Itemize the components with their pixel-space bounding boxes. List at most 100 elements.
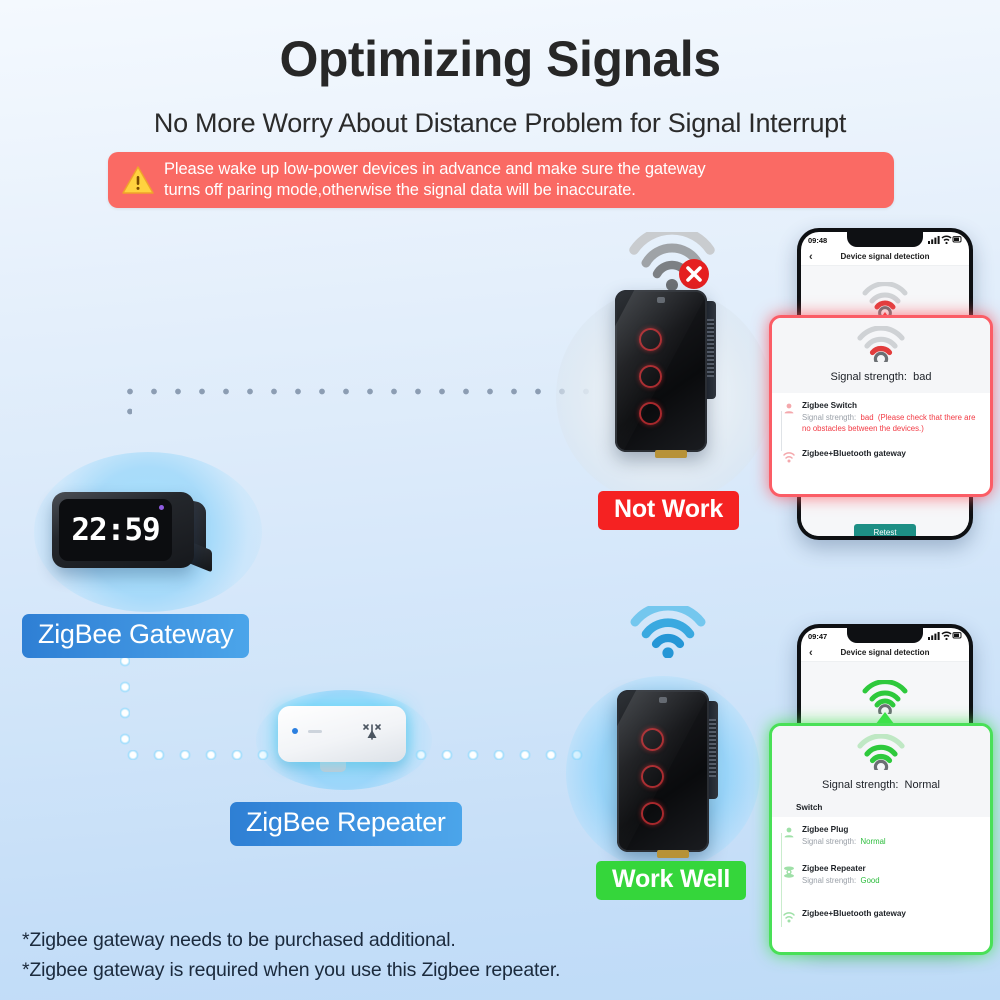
- warning-line-1: Please wake up low-power devices in adva…: [164, 159, 706, 178]
- chevron-left-icon[interactable]: ‹: [809, 250, 813, 263]
- gateway-node-icon: [783, 912, 795, 923]
- switch-indicator-led: [657, 297, 665, 303]
- switch-button-1[interactable]: [640, 728, 664, 751]
- warning-text: Please wake up low-power devices in adva…: [164, 159, 706, 201]
- switch-faceplate: [615, 290, 707, 452]
- wifi-weak-icon: [857, 326, 905, 362]
- result-node-strength-value: Normal: [860, 836, 886, 846]
- path-gateway-to-switch-blocked: [118, 388, 598, 395]
- node-connector-line: [780, 833, 782, 927]
- result-strength-value: Normal: [904, 779, 940, 791]
- footer-line-1: *Zigbee gateway needs to be purchased ad…: [22, 929, 456, 951]
- gateway-node-icon: [783, 452, 795, 463]
- zigbee-gateway-device: 22:59: [52, 492, 220, 573]
- switch-side-connector: [704, 301, 716, 399]
- switch-terminal: [657, 850, 690, 858]
- result-node-list-good: Zigbee Plug Signal strength: Normal Zigb…: [772, 817, 990, 930]
- result-card-bad: Signal strength: bad Zigbee Switch Signa…: [769, 315, 993, 497]
- result-node-strength-value: bad: [860, 412, 874, 422]
- result-node-row: Zigbee Plug Signal strength: Normal: [780, 824, 982, 847]
- result-node-name: Zigbee Repeater: [802, 863, 866, 873]
- footer-line-2: *Zigbee gateway is required when you use…: [22, 959, 561, 982]
- phone-status-bar: 09:47: [801, 628, 969, 644]
- result-node-name: Zigbee Switch: [802, 401, 858, 410]
- repeater-power-led: [292, 728, 298, 734]
- phone-nav-bar-good: ‹ Device signal detection: [801, 644, 969, 662]
- result-strength-value: bad: [913, 371, 932, 383]
- switch-button-2[interactable]: [640, 765, 664, 788]
- phone-status-icons: [928, 631, 962, 642]
- path-gateway-down: [120, 648, 130, 758]
- gateway-case: 22:59: [52, 492, 194, 568]
- result-node-name: Zigbee+Bluetooth gateway: [802, 908, 906, 918]
- result-node-strength-label: Signal strength:: [802, 836, 857, 846]
- gateway-status-led: [159, 505, 164, 510]
- wifi-strong-icon: [862, 680, 908, 714]
- switch-faceplate: [617, 690, 709, 852]
- page-subtitle: No More Worry About Distance Problem for…: [153, 108, 847, 138]
- switch-terminal: [655, 450, 688, 458]
- wifi-off-icon: [626, 225, 718, 291]
- phone-status-time: 09:48: [808, 235, 828, 245]
- warning-line-2: turns off paring mode,otherwise the sign…: [164, 181, 636, 199]
- label-zigbee-gateway: ZigBee Gateway: [22, 614, 250, 658]
- switch-button-1[interactable]: [638, 328, 662, 351]
- zigbee-plug-node-icon: [784, 827, 794, 838]
- wifi-strong-icon: [857, 734, 905, 770]
- status-badge-not-work: Not Work: [598, 491, 740, 530]
- warning-triangle-icon: [122, 166, 154, 194]
- result-node-strength: Signal strength: Normal: [802, 836, 982, 847]
- zigbee-repeater-node-icon: [784, 866, 794, 878]
- phone-notch: [847, 232, 923, 247]
- switch-side-connector: [706, 701, 718, 799]
- repeater-shell: [278, 706, 406, 762]
- smart-switch-inactive: [615, 290, 716, 458]
- result-node-row: Zigbee Switch Signal strength: bad (Plea…: [780, 400, 982, 434]
- result-node-strength-label: Signal strength:: [802, 412, 857, 422]
- result-strength-label: Signal strength:: [821, 779, 899, 791]
- wifi-on-icon: [628, 601, 708, 659]
- result-node-list-bad: Zigbee Switch Signal strength: bad (Plea…: [772, 393, 990, 470]
- label-zigbee-repeater: ZigBee Repeater: [230, 802, 462, 846]
- result-node-strength: Signal strength: Good: [802, 875, 982, 886]
- footer-notes: *Zigbee gateway needs to be purchased ad…: [22, 925, 560, 985]
- result-node-name: Zigbee+Bluetooth gateway: [802, 449, 906, 459]
- phone-notch: [847, 628, 923, 643]
- phone-nav-title: Device signal detection: [840, 252, 930, 261]
- page-title: Optimizing Signals: [279, 31, 721, 87]
- zigbee-switch-node-icon: [784, 403, 794, 414]
- result-strength-label: Signal strength:: [830, 371, 907, 383]
- phone-nav-bar-bad: ‹ Device signal detection: [801, 248, 969, 266]
- smart-switch-active: [617, 690, 718, 858]
- switch-button-3[interactable]: [638, 402, 662, 425]
- phone-status-bar: 09:48: [801, 232, 969, 248]
- result-node-row: Zigbee+Bluetooth gateway: [780, 908, 982, 923]
- result-card-good: Signal strength: Normal Switch Zigbee Pl…: [769, 723, 993, 955]
- result-node-strength-value: Good: [860, 875, 880, 885]
- result-node-strength: Signal strength: bad (Please check that …: [802, 412, 982, 434]
- repeater-vent-slot: [308, 730, 322, 733]
- result-section-label: Switch: [796, 803, 823, 812]
- wifi-weak-icon: [862, 282, 908, 316]
- result-card-bad-header: Signal strength: bad: [772, 318, 990, 393]
- result-node-row: Zigbee Repeater Signal strength: Good: [780, 863, 982, 886]
- result-strength-good: Signal strength: Normal: [822, 779, 940, 791]
- chevron-left-icon[interactable]: ‹: [809, 646, 813, 659]
- phone-status-icons: [928, 235, 962, 246]
- switch-button-3[interactable]: [640, 802, 664, 825]
- switch-button-2[interactable]: [638, 365, 662, 388]
- gateway-display: 22:59: [59, 499, 172, 561]
- phone-nav-title: Device signal detection: [840, 648, 930, 657]
- result-node-name: Zigbee Plug: [802, 825, 849, 834]
- zigbee-repeater-device: [278, 706, 406, 772]
- warning-banner: Please wake up low-power devices in adva…: [108, 152, 894, 208]
- phone-status-time: 09:47: [808, 631, 828, 641]
- result-node-row: Zigbee+Bluetooth gateway: [780, 448, 982, 463]
- status-badge-work-well: Work Well: [596, 861, 747, 900]
- node-connector-line: [780, 411, 782, 451]
- retest-button[interactable]: Retest: [854, 524, 916, 536]
- path-repeater-to-switch: [408, 750, 593, 760]
- gateway-clock-time: 22:59: [71, 512, 160, 548]
- result-card-good-header: Signal strength: Normal Switch: [772, 726, 990, 817]
